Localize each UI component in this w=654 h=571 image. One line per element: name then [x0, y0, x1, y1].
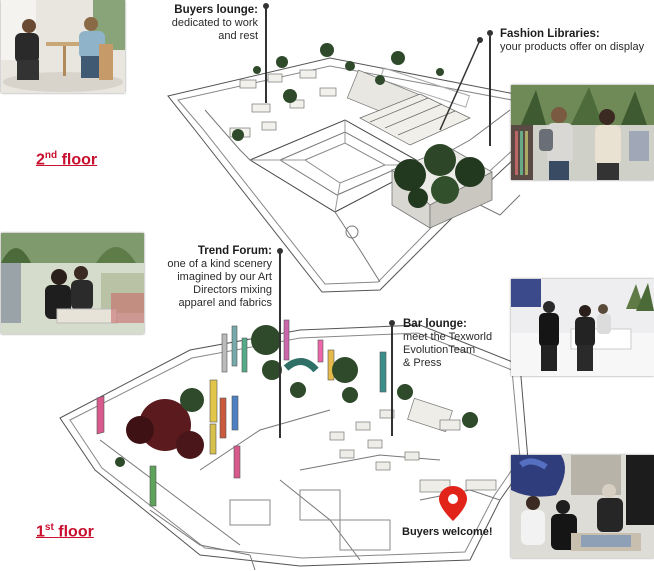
photo-trend-forum: [1, 233, 144, 334]
trend-forum-leader: [279, 253, 281, 438]
first-floor-plants: [115, 325, 478, 467]
buyers-lounge-body-2: and rest: [218, 30, 258, 42]
trend-forum-body-1: one of a kind scenery: [167, 258, 272, 270]
bar-lounge-leader: [391, 326, 393, 436]
bar-lounge-body-3: & Press: [403, 357, 442, 369]
bar-lounge-body-2: EvolutionTeam: [403, 344, 476, 356]
trend-forum-dot: [277, 248, 283, 254]
first-floor-furniture: [329, 397, 497, 493]
fashion-libraries-callout: Fashion Libraries: your products offer o…: [500, 28, 654, 54]
photo-fashion-libraries: [511, 85, 654, 180]
floor-label-first: 1st floor: [36, 522, 94, 541]
fashion-libraries-body-1: your products offer on display: [500, 41, 645, 53]
fashion-library-shelves: [359, 93, 471, 146]
trend-forum-panels: [96, 319, 387, 507]
trend-forum-title: Trend Forum:: [197, 245, 272, 257]
buyers-lounge-dot: [263, 3, 269, 9]
floor-second-number: 2: [36, 151, 45, 169]
bar-lounge-title: Bar lounge:: [403, 318, 467, 330]
trend-forum-body-3: Directors mixing: [193, 284, 272, 296]
trend-forum-body-2: imagined by our Art: [177, 271, 272, 283]
trend-forum-body-4: apparel and fabrics: [178, 297, 272, 309]
floor-second-suffix: nd: [44, 150, 58, 161]
buyers-lounge-callout: Buyers lounge: dedicated to work and res…: [150, 4, 258, 43]
floor-first-word: floor: [58, 523, 94, 541]
floor-first-number: 1: [36, 523, 45, 541]
photo-buyers-welcome: [511, 455, 654, 558]
second-floor-planter: [391, 144, 493, 229]
floor-first-suffix: st: [44, 522, 54, 533]
bar-lounge-dot: [389, 320, 395, 326]
fashion-libraries-title: Fashion Libraries:: [500, 28, 600, 40]
buyers-lounge-leader: [265, 8, 267, 103]
trend-forum-callout: Trend Forum: one of a kind scenery imagi…: [150, 245, 272, 310]
photo-buyers-welcome-illustration: [511, 455, 654, 558]
buyers-lounge-title: Buyers lounge:: [174, 4, 258, 16]
fashion-libraries-leader: [489, 36, 491, 146]
photo-buyers-lounge-illustration: [1, 0, 125, 93]
bar-lounge-body-1: meet the Texworld: [403, 331, 493, 343]
photo-fashion-libraries-illustration: [511, 85, 654, 180]
buyers-lounge-body-1: dedicated to work: [171, 17, 258, 29]
photo-bar-lounge-illustration: [511, 279, 654, 376]
bar-lounge-callout: Bar lounge: meet the Texworld EvolutionT…: [403, 318, 513, 370]
floor-second-word: floor: [61, 151, 98, 169]
photo-bar-lounge: [511, 279, 654, 376]
photo-trend-forum-illustration: [1, 233, 144, 334]
photo-buyers-lounge: [1, 0, 125, 93]
second-floor-plants: [232, 43, 444, 141]
fashion-libraries-dot: [487, 30, 493, 36]
buyers-welcome-label: Buyers welcome!: [402, 526, 493, 538]
floor-label-second: 2nd floor: [36, 150, 97, 169]
